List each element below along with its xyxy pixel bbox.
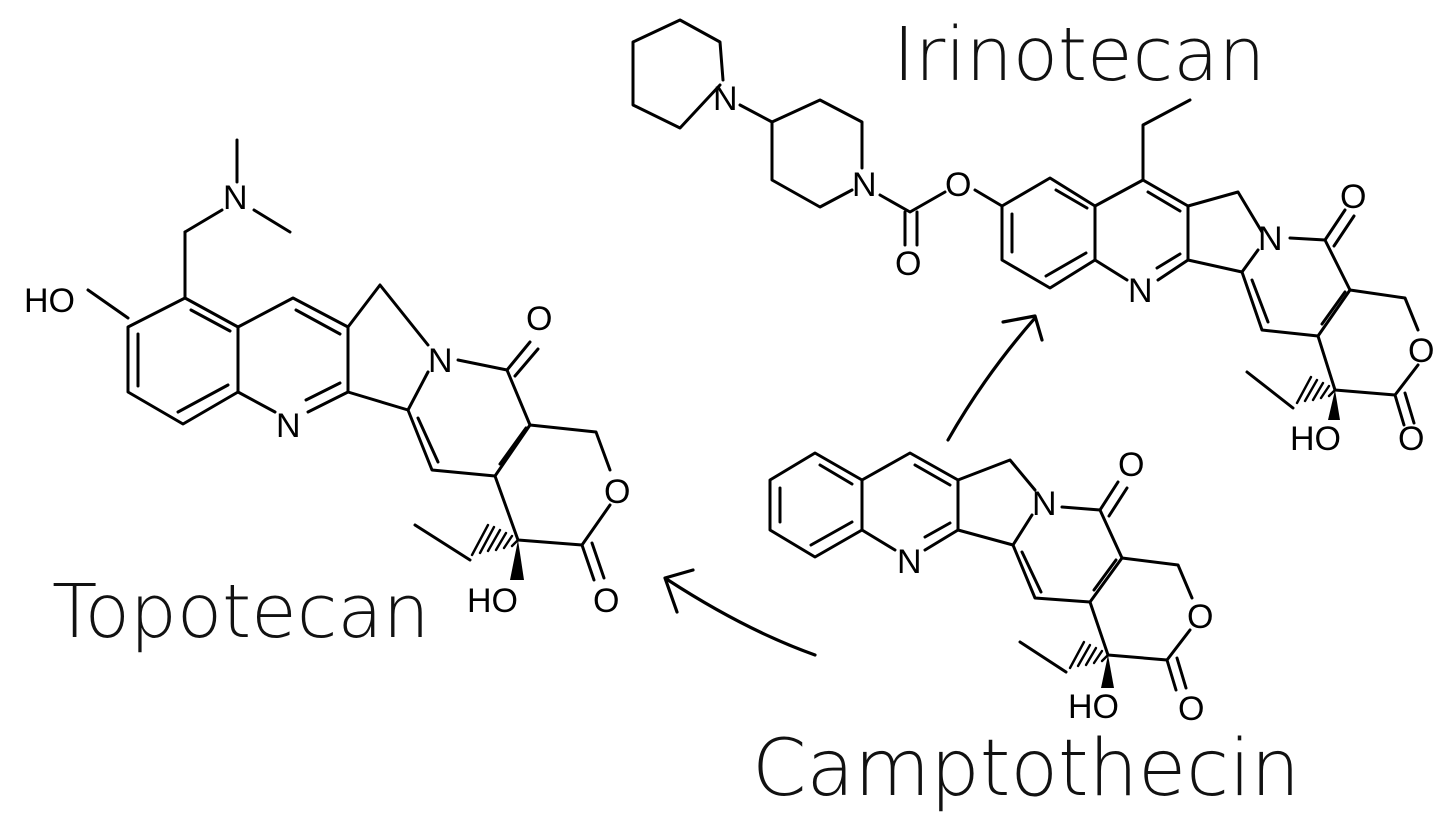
topotecan-n-quinoline: N — [276, 407, 301, 445]
topotecan-ho-tertiary: HO — [467, 582, 518, 620]
camptothecin-o-ring: O — [1187, 598, 1213, 636]
irinotecan-o-carbonyl: O — [1340, 178, 1366, 216]
topotecan-n-dimethyl: N — [223, 179, 248, 217]
topotecan-ho-phenol: HO — [24, 282, 75, 320]
irinotecan-n-quinoline: N — [1128, 272, 1153, 310]
irinotecan-o-lactone: O — [1398, 420, 1424, 458]
camptothecin-structure: N N O O HO O — [768, 446, 1213, 728]
topotecan-o-ring: O — [604, 473, 630, 511]
camptothecin-o-lactone: O — [1178, 690, 1204, 728]
irinotecan-label: Irinotecan — [893, 12, 1265, 98]
irinotecan-structure: N N O O N N O O HO O — [631, 18, 1434, 458]
camptothecin-o-carbonyl: O — [1118, 446, 1144, 484]
irinotecan-o-ring: O — [1408, 332, 1434, 370]
topotecan-n-lactam: N — [428, 342, 453, 380]
irinotecan-n-lactam: N — [1258, 220, 1283, 258]
topotecan-o-lactone: O — [593, 582, 619, 620]
irinotecan-n-piperidine-a: N — [713, 80, 738, 118]
irinotecan-ho-tertiary: HO — [1290, 420, 1341, 458]
camptothecin-label: Camptothecin — [752, 724, 1300, 814]
irinotecan-o-ester: O — [945, 166, 971, 204]
camptothecin-n-lactam: N — [1032, 485, 1057, 523]
topotecan-o-carbonyl: O — [526, 300, 552, 338]
irinotecan-o-carbamate: O — [895, 245, 921, 283]
topotecan-structure: N HO N N O O HO O — [24, 138, 630, 620]
irinotecan-n-piperidine-b: N — [852, 166, 877, 204]
topotecan-label: Topotecan — [52, 569, 430, 655]
camptothecin-ho-tertiary: HO — [1068, 688, 1119, 726]
camptothecin-n-quinoline: N — [897, 543, 922, 581]
arrow-to-topotecan — [663, 568, 817, 657]
arrow-to-irinotecan — [946, 314, 1044, 442]
